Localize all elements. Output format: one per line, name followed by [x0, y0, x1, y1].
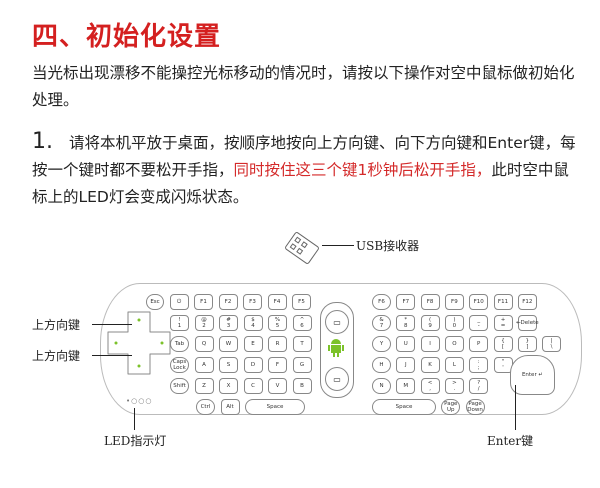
down-pointer-line	[92, 355, 132, 356]
usb-receiver-icon	[285, 232, 319, 264]
key-ctrl[interactable]: Ctrl	[196, 399, 215, 415]
intro-paragraph: 当光标出现漂移不能操控光标移动的情况时，请按以下操作对空中鼠标做初始化处理。	[32, 64, 575, 109]
key-&-7[interactable]: &7	[372, 315, 391, 331]
up-key-label: 上方向键	[32, 318, 81, 332]
android-icon	[328, 339, 344, 357]
left-click-button[interactable]: ▭	[325, 310, 349, 334]
key-)-0[interactable]: )0	[444, 315, 464, 331]
key-q[interactable]: Q	[194, 336, 214, 352]
key-m[interactable]: M	[396, 378, 416, 394]
key-f6[interactable]: F6	[372, 294, 391, 310]
up-pointer-line	[92, 324, 132, 325]
key-@-2[interactable]: @2	[194, 315, 214, 331]
key-c[interactable]: C	[243, 378, 263, 394]
key-shift[interactable]: Shift	[170, 378, 189, 394]
key-esc[interactable]: Esc	[146, 294, 164, 310]
key-*-8[interactable]: *8	[396, 315, 416, 331]
key-}-][interactable]: }]	[517, 336, 537, 352]
key-^-6[interactable]: ^6	[292, 315, 312, 331]
key-f2[interactable]: F2	[218, 294, 238, 310]
key-_--[interactable]: _-	[469, 315, 489, 331]
key-u[interactable]: U	[396, 336, 416, 352]
key-f7[interactable]: F7	[396, 294, 416, 310]
key-f10[interactable]: F10	[469, 294, 489, 310]
key-+-=[interactable]: +=	[493, 315, 513, 331]
key-f3[interactable]: F3	[243, 294, 262, 310]
key-{-[[interactable]: {[	[493, 336, 513, 352]
key-z[interactable]: Z	[194, 378, 214, 394]
key-f1[interactable]: F1	[194, 294, 213, 310]
key-tab[interactable]: Tab	[170, 336, 189, 352]
section-title: 四、初始化设置	[32, 22, 222, 52]
key-y[interactable]: Y	[372, 336, 391, 352]
key-?-/[interactable]: ?/	[469, 378, 489, 394]
key-|-\[interactable]: |\	[542, 336, 562, 352]
usb-pointer-line	[322, 245, 354, 246]
led-label: LED指示灯	[104, 434, 167, 448]
led-pointer-line	[134, 408, 135, 430]
key-:-;[interactable]: :;	[469, 357, 489, 373]
key-k[interactable]: K	[420, 357, 440, 373]
key-(-9[interactable]: (9	[420, 315, 440, 331]
key-l[interactable]: L	[444, 357, 464, 373]
key-f4[interactable]: F4	[267, 294, 287, 310]
key-f11[interactable]: F11	[493, 294, 513, 310]
step-warning-text: 同时按住这三个键1秒钟后松开手指，	[233, 161, 492, 179]
step-1: 1.请将本机平放于桌面，按顺序地按向上方向键、向下方向键和Enter键，每按一个…	[32, 128, 577, 211]
key-p[interactable]: P	[469, 336, 489, 352]
dpad	[107, 311, 171, 375]
key-!-1[interactable]: !1	[170, 315, 189, 331]
right-click-button[interactable]: ▭	[325, 367, 349, 391]
key-⏻[interactable]: ⏻	[169, 294, 189, 310]
key-o[interactable]: O	[444, 336, 464, 352]
enter-pointer-line	[515, 385, 516, 430]
key-#-3[interactable]: #3	[219, 315, 238, 331]
key-e[interactable]: E	[243, 336, 263, 352]
key-w[interactable]: W	[219, 336, 238, 352]
key-v[interactable]: V	[268, 378, 287, 394]
key-t[interactable]: T	[292, 336, 312, 352]
down-key-label: 上方向键	[32, 349, 81, 363]
key-h[interactable]: H	[372, 357, 391, 373]
key->-.[interactable]: >.	[444, 378, 464, 394]
key-space[interactable]: Space	[372, 399, 436, 415]
usb-label: USB接收器	[356, 239, 420, 253]
key-s[interactable]: S	[219, 357, 238, 373]
step-text-end: 此时空中鼠标上的LED灯会变成闪烁状态。	[32, 161, 569, 206]
key-f[interactable]: F	[268, 357, 287, 373]
key-x[interactable]: X	[219, 378, 238, 394]
key-f5[interactable]: F5	[292, 294, 311, 310]
key-d[interactable]: D	[243, 357, 263, 373]
key-j[interactable]: J	[396, 357, 416, 373]
key-$-4[interactable]: $4	[243, 315, 263, 331]
enter-key[interactable]: Enter ↵	[510, 355, 555, 395]
key-a[interactable]: A	[194, 357, 214, 373]
keyboard-outline	[100, 283, 582, 415]
key-<-,[interactable]: <,	[420, 378, 440, 394]
key-r[interactable]: R	[268, 336, 287, 352]
key-←delete[interactable]: ←Delete	[516, 315, 539, 331]
key-alt[interactable]: Alt	[220, 399, 240, 415]
key-f8[interactable]: F8	[420, 294, 440, 310]
step-text: 请将本机平放于桌面，按顺序地按向上方向键、向下方向键和Enter键，每按一个键时…	[32, 134, 576, 179]
key-b[interactable]: B	[292, 378, 312, 394]
key-f9[interactable]: F9	[444, 294, 464, 310]
mouse-control-pill	[320, 302, 354, 398]
key-f12[interactable]: F12	[517, 294, 537, 310]
key-i[interactable]: I	[420, 336, 440, 352]
key-g[interactable]: G	[292, 357, 312, 373]
key-n[interactable]: N	[372, 378, 391, 394]
enter-label: Enter键	[487, 434, 534, 448]
key-space[interactable]: Space	[245, 399, 305, 415]
led-indicator-icon: •○○○	[126, 397, 153, 405]
key-%-5[interactable]: %5	[268, 315, 287, 331]
step-number: 1.	[32, 129, 53, 154]
